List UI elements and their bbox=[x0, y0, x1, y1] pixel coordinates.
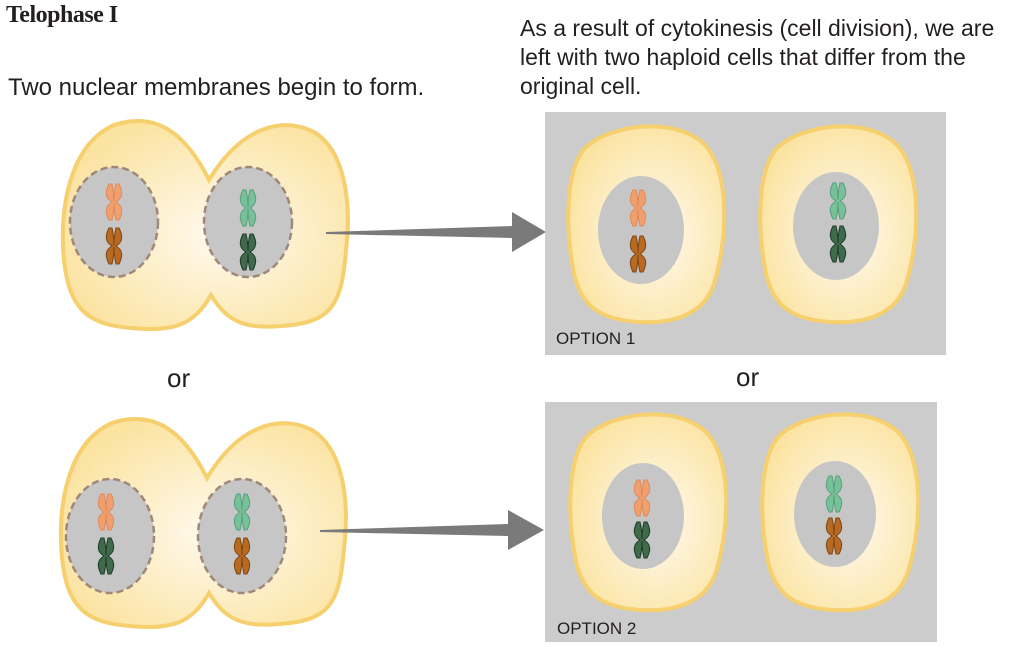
option-2-panel: OPTION 2 bbox=[545, 402, 937, 642]
daughter-cell-2 bbox=[758, 124, 919, 325]
telophase-cell-bottom bbox=[58, 416, 348, 630]
nucleus bbox=[598, 176, 684, 284]
option-2-label: OPTION 2 bbox=[557, 619, 636, 638]
option-1-panel: OPTION 1 bbox=[545, 112, 946, 355]
arrow-to-option-1 bbox=[326, 212, 546, 252]
option-1-label: OPTION 1 bbox=[556, 329, 635, 348]
daughter-cell-1 bbox=[568, 412, 729, 613]
daughter-cell-2 bbox=[760, 412, 921, 613]
or-label-left: or bbox=[167, 363, 191, 393]
forming-nucleus-left bbox=[68, 165, 160, 279]
nucleus bbox=[602, 463, 684, 569]
diagram-title: Telophase I bbox=[6, 2, 118, 28]
forming-nucleus-left bbox=[64, 477, 156, 595]
telophase-cell-top bbox=[60, 118, 350, 332]
daughter-cell-1 bbox=[566, 124, 727, 325]
or-label-right: or bbox=[736, 362, 760, 392]
telophase-description: Two nuclear membranes begin to form. bbox=[8, 74, 425, 101]
cytokinesis-description: As a result of cytokinesis (cell divisio… bbox=[520, 15, 995, 99]
arrow-to-option-2 bbox=[320, 510, 544, 550]
forming-nucleus-right bbox=[202, 165, 294, 279]
forming-nucleus-right bbox=[196, 477, 288, 595]
nucleus bbox=[794, 461, 876, 567]
